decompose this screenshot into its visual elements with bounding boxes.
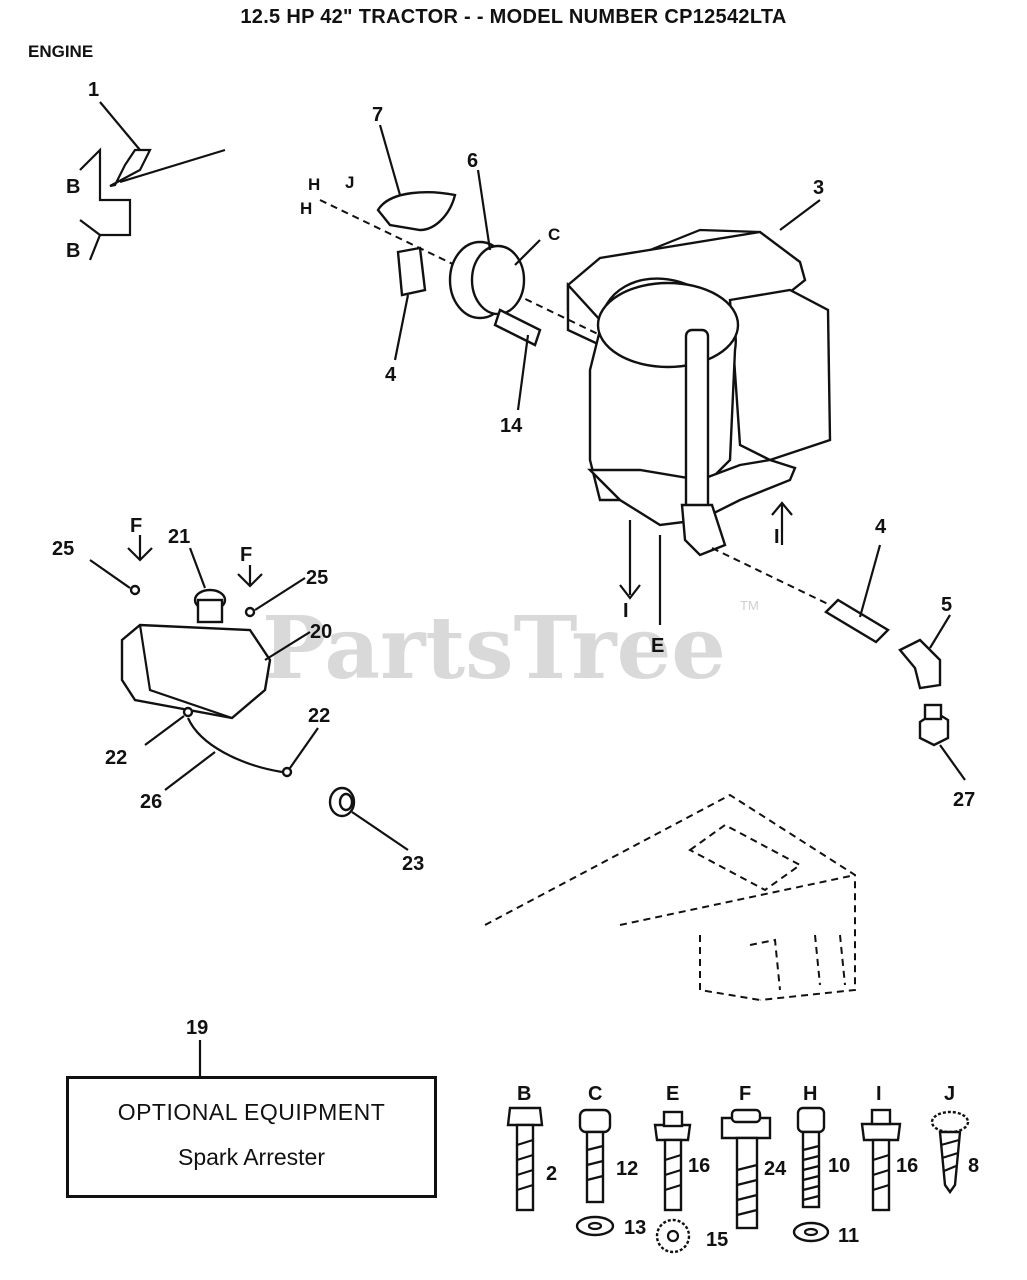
- callout-27: 27: [953, 789, 975, 811]
- hw-part-11: 11: [838, 1225, 859, 1247]
- ref-B-2: B: [66, 240, 80, 262]
- hw-letter-E: E: [666, 1083, 679, 1105]
- hw-part-16-I: 16: [896, 1155, 918, 1177]
- callout-20: 20: [310, 621, 332, 643]
- callout-5: 5: [941, 594, 952, 616]
- hardware-H-bolt: [792, 1106, 830, 1243]
- grommet-part-25-right: [244, 577, 306, 618]
- hw-part-13: 13: [624, 1217, 646, 1239]
- hw-part-24: 24: [764, 1158, 787, 1180]
- ref-arrow-I-1: [619, 520, 641, 600]
- hw-letter-C: C: [588, 1083, 602, 1105]
- callout-14: 14: [500, 415, 523, 437]
- hw-letter-F: F: [739, 1083, 751, 1105]
- drain-plug-part-27: [918, 703, 966, 781]
- ref-I-2: I: [774, 526, 780, 548]
- fuel-line-part-26: [164, 717, 283, 791]
- callout-1: 1: [88, 79, 99, 101]
- centerline-drain: [711, 547, 831, 606]
- callout-4: 4: [875, 516, 887, 538]
- hw-part-15: 15: [706, 1229, 728, 1251]
- hw-part-16-E: 16: [688, 1155, 710, 1177]
- hw-letter-J: J: [944, 1083, 955, 1105]
- bolt-part-14: [493, 308, 542, 411]
- fuel-tank-part-20: [120, 623, 311, 720]
- watermark: PartsTree: [262, 598, 726, 699]
- tractor-frame-outline: [484, 793, 856, 1001]
- ref-arrow-F-2: [237, 565, 263, 588]
- bushing-part-23: [328, 786, 409, 851]
- hardware-C-bolt: [575, 1108, 615, 1237]
- hw-letter-I: I: [876, 1083, 882, 1105]
- optional-equipment-heading: OPTIONAL EQUIPMENT: [117, 1099, 386, 1125]
- spacer-part-9: [393, 246, 427, 361]
- hw-letter-B: B: [517, 1083, 531, 1105]
- hardware-F-bolt: [720, 1108, 772, 1230]
- ref-arrow-I-2: [771, 501, 793, 545]
- hw-letter-H: H: [803, 1083, 817, 1105]
- hw-part-2: 2: [546, 1163, 557, 1185]
- ref-F-2: F: [240, 544, 252, 566]
- ref-arrow-F-1: [127, 535, 153, 562]
- throttle-cable-part-1: [79, 101, 226, 261]
- hw-part-10: 10: [828, 1155, 850, 1177]
- hw-part-12: 12: [616, 1158, 638, 1180]
- callout-9: 4: [385, 364, 397, 386]
- hardware-E-bolt: [653, 1110, 692, 1254]
- section-label: ENGINE: [28, 42, 94, 61]
- ref-H-1: H: [308, 175, 320, 194]
- callout-19: 19: [186, 1017, 208, 1039]
- callout-7: 7: [372, 104, 383, 126]
- callout-22-left: 22: [105, 747, 127, 769]
- ref-C: C: [548, 225, 560, 244]
- optional-equipment-box: OPTIONAL EQUIPMENT Spark Arrester: [66, 1076, 437, 1198]
- centerline: [319, 199, 601, 336]
- diagram-title: 12.5 HP 42" TRACTOR - - MODEL NUMBER CP1…: [240, 6, 787, 28]
- ref-H-2: H: [300, 199, 312, 218]
- callout-21: 21: [168, 526, 190, 548]
- callout-22-right: 22: [308, 705, 330, 727]
- hardware-I-bolt: [860, 1108, 902, 1212]
- ref-I-1: I: [623, 600, 629, 622]
- ref-E: E: [651, 635, 664, 657]
- grommet-part-25-left: [89, 559, 141, 596]
- ref-F-1: F: [130, 515, 142, 537]
- ref-B-1: B: [66, 176, 80, 198]
- watermark-tm: TM: [740, 598, 759, 613]
- clamp-part-22-left: [144, 706, 194, 746]
- callout-25-right: 25: [306, 567, 328, 589]
- callout-6: 6: [467, 150, 478, 172]
- hardware-B-bolt: [506, 1106, 544, 1212]
- pipe-nipple-part-4: [824, 544, 890, 644]
- callout-23: 23: [402, 853, 424, 875]
- callout-25-left: 25: [52, 538, 74, 560]
- hardware-J-screw: [930, 1110, 970, 1195]
- fuel-cap-part-21: [188, 547, 227, 624]
- elbow-part-5: [898, 614, 951, 690]
- clamp-part-22-right: [281, 727, 319, 778]
- pulley-part-6: [448, 169, 541, 320]
- hw-part-8: 8: [968, 1155, 979, 1177]
- ref-J: J: [345, 173, 354, 192]
- key-part-7: [376, 124, 457, 232]
- engine-part-3: [566, 199, 832, 557]
- callout-26: 26: [140, 791, 162, 813]
- callout-3: 3: [813, 177, 824, 199]
- optional-equipment-item: Spark Arrester: [178, 1144, 325, 1170]
